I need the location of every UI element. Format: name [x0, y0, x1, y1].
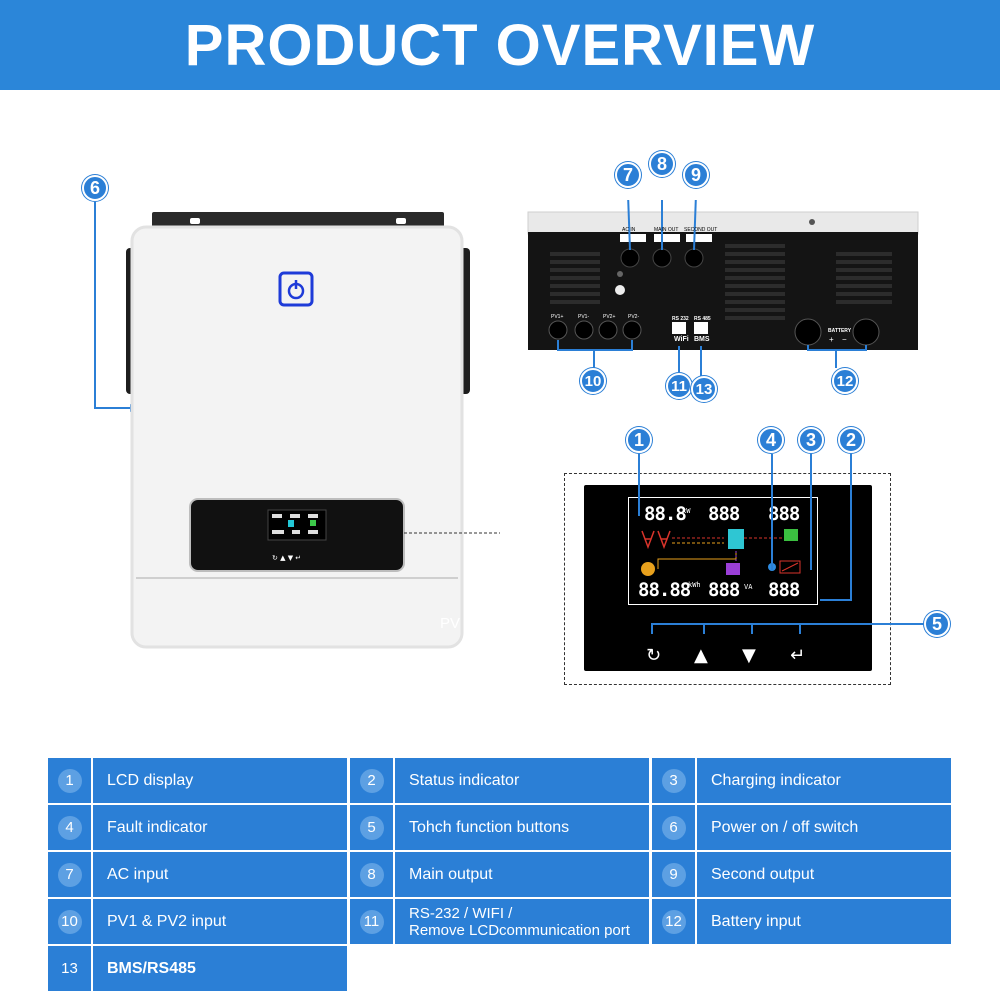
lcd-digits-bot-right: 888: [768, 579, 800, 601]
callout-3: 3: [798, 427, 824, 453]
item-label-line1: RS-232 / WIFI /: [409, 904, 513, 922]
table-row: 7 AC input 8 Main output 9 Second output: [48, 852, 952, 897]
label-battery: BATTERY: [828, 328, 852, 334]
item-label: Second output: [697, 852, 951, 897]
label-rs485: RS 485: [694, 316, 711, 322]
item-number: 8: [359, 862, 384, 887]
lcd-watermark: PV: [440, 615, 461, 632]
callout-4: 4: [758, 427, 784, 453]
label-wifi: WiFi: [674, 336, 689, 343]
label-bms: BMS: [694, 336, 710, 343]
lcd-button-back[interactable]: ↻: [646, 645, 662, 666]
item-number: 10: [57, 909, 82, 934]
callout-1: 1: [626, 427, 652, 453]
label-battery-plus: +: [829, 335, 834, 344]
item-number: 9: [661, 862, 686, 887]
item-label: Main output: [395, 852, 649, 897]
item-label: Charging indicator: [697, 758, 951, 803]
callout-2: 2: [838, 427, 864, 453]
item-label: BMS/RS485: [93, 946, 347, 991]
item-label-line2: Remove LCDcommunication port: [409, 921, 630, 939]
item-number: 11: [359, 909, 384, 934]
lcd-unit-kw: kW: [682, 507, 691, 515]
label-battery-minus: −: [842, 335, 847, 344]
label-pv2p: PV2+: [603, 314, 616, 320]
item-number: 5: [359, 815, 384, 840]
lcd-unit-va: VA: [744, 583, 753, 591]
lcd-display: 88.8 kW 888 888 88.88 kWh 888 VA 888 ↻ ▲…: [584, 485, 872, 671]
label-rs232: RS 232: [672, 316, 689, 322]
table-row: 13 BMS/RS485: [48, 946, 952, 991]
callout-7: 7: [615, 162, 641, 188]
lcd-callout-leaders: [638, 454, 924, 634]
item-label: Power on / off switch: [697, 805, 951, 850]
callout-13: 13: [691, 376, 717, 402]
callout-12: 12: [832, 368, 858, 394]
svg-text:↻ ▲ ▼ ↵: ↻ ▲ ▼ ↵: [272, 554, 301, 562]
item-label: Fault indicator: [93, 805, 347, 850]
lcd-unit-kwh: kWh: [688, 581, 701, 589]
item-label: PV1 & PV2 input: [93, 899, 347, 944]
callout-10: 10: [580, 368, 606, 394]
item-number: 13: [61, 960, 78, 977]
item-label: LCD display: [93, 758, 347, 803]
item-number: 6: [661, 815, 686, 840]
label-pv2n: PV2-: [628, 314, 640, 320]
inverter-bottom-view: [527, 200, 919, 378]
lcd-digits-bot-left: 88.88: [638, 579, 691, 601]
lcd-zoom-frame: [564, 473, 891, 685]
item-number: 12: [661, 909, 686, 934]
lcd-energy-diagram: [641, 529, 801, 576]
item-label: Tohch function buttons: [395, 805, 649, 850]
item-label: Status indicator: [395, 758, 649, 803]
callout-8: 8: [649, 151, 675, 177]
legend-table: 1 LCD display 2 Status indicator 3 Charging…: [48, 758, 952, 993]
label-main-out: MAIN OUT: [654, 227, 679, 233]
item-number: 7: [57, 862, 82, 887]
label-ac-in: AC IN: [622, 227, 636, 233]
item-number: 2: [359, 768, 384, 793]
item-label: AC input: [93, 852, 347, 897]
page-banner: PRODUCT OVERVIEW: [0, 0, 1000, 90]
lcd-digits-top-mid: 888: [708, 503, 740, 525]
inverter-front-view: ↻ ▲ ▼ ↵: [94, 202, 500, 649]
callout-9: 9: [683, 162, 709, 188]
table-row: 1 LCD display 2 Status indicator 3 Charging…: [48, 758, 952, 803]
lcd-button-down[interactable]: ▼: [742, 645, 756, 666]
table-row: 10 PV1 & PV2 input 11 RS-232 / WIFI / Rem…: [48, 899, 952, 944]
item-label-multiline: RS-232 / WIFI / Remove LCDcommunication …: [395, 899, 649, 944]
page-title: PRODUCT OVERVIEW: [184, 12, 816, 78]
table-row: 4 Fault indicator 5 Tohch function buttons…: [48, 805, 952, 850]
label-second-out: SECOND OUT: [684, 227, 718, 233]
lcd-digits-bot-mid: 888: [708, 579, 740, 601]
lcd-digits-top-left: 88.8: [644, 503, 687, 525]
callout-6: 6: [82, 175, 108, 201]
item-number: 4: [57, 815, 82, 840]
lcd-button-up[interactable]: ▲: [694, 645, 708, 666]
label-pv1p: PV1+: [551, 314, 564, 320]
item-label: Battery input: [697, 899, 951, 944]
label-pv1n: PV1-: [578, 314, 590, 320]
callout-11: 11: [666, 373, 692, 399]
item-number: 3: [661, 768, 686, 793]
item-number: 1: [57, 768, 82, 793]
lcd-digits-top-right: 888: [768, 503, 800, 525]
callout-5: 5: [924, 611, 950, 637]
lcd-button-enter[interactable]: ↵: [790, 645, 806, 666]
